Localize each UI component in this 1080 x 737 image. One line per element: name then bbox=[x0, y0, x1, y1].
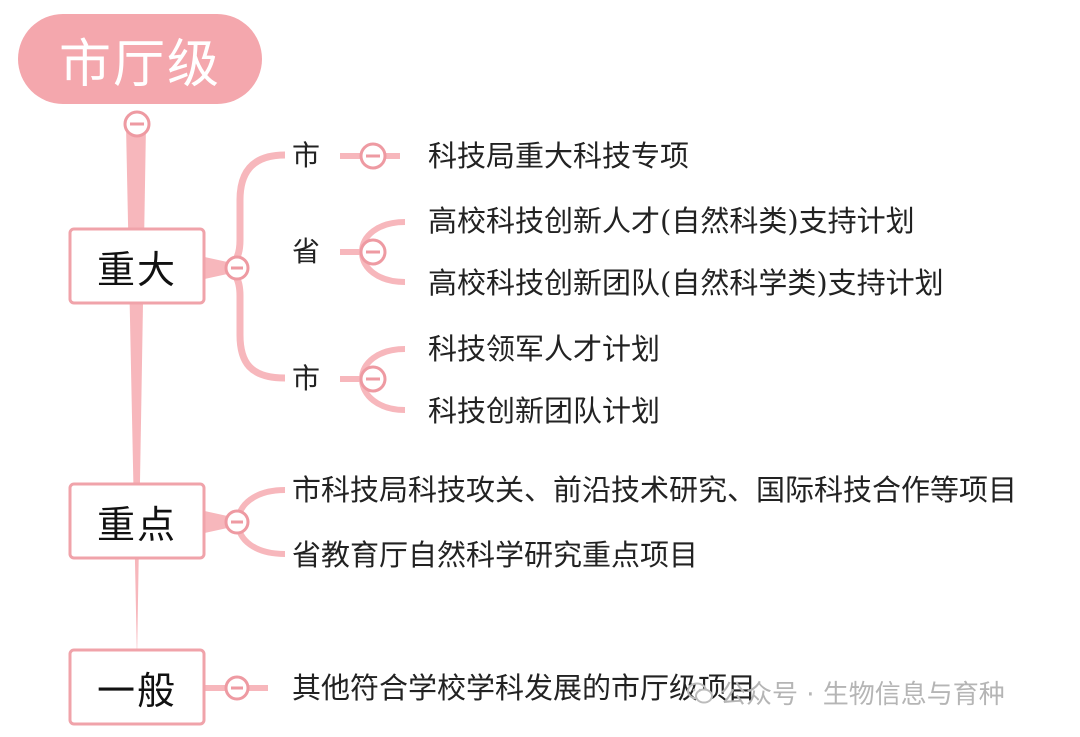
region-label-province: 省 bbox=[292, 235, 321, 268]
region-label-city-2: 市 bbox=[292, 362, 321, 395]
key-node-box[interactable] bbox=[68, 482, 206, 560]
key-node-label: 重点 bbox=[96, 502, 177, 547]
major-stem bbox=[200, 256, 232, 280]
root-node-box[interactable] bbox=[18, 14, 262, 104]
trunk-connector bbox=[126, 125, 146, 660]
general-node-label: 一般 bbox=[96, 668, 177, 713]
leaf-item: 高校科技创新人才(自然科类)支持计划 bbox=[428, 204, 915, 238]
watermark-text: 公众号 · 生物信息与育种 bbox=[720, 680, 1005, 710]
leaf-item: 科技领军人才计划 bbox=[428, 332, 661, 366]
leaf-item: 市科技局科技攻关、前沿技术研究、国际科技合作等项目 bbox=[292, 473, 1018, 507]
leaf-item: 科技创新团队计划 bbox=[428, 394, 661, 428]
general-node-box[interactable] bbox=[68, 648, 206, 726]
watermark: 公众号 · 生物信息与育种 bbox=[686, 674, 1005, 711]
leaf-item: 其他符合学校学科发展的市厅级项目 bbox=[292, 671, 757, 705]
region-label-city-1: 市 bbox=[292, 139, 321, 172]
major-node-label: 重大 bbox=[96, 247, 177, 292]
wechat-icon bbox=[687, 682, 713, 703]
leaf-item: 高校科技创新团队(自然科学类)支持计划 bbox=[428, 266, 944, 300]
leaf-item: 科技局重大科技专项 bbox=[428, 139, 690, 173]
root-node-label: 市厅级 bbox=[58, 34, 221, 95]
leaf-item: 省教育厅自然科学研究重点项目 bbox=[292, 538, 699, 572]
major-node-box[interactable] bbox=[68, 227, 206, 305]
key-stem bbox=[200, 510, 232, 534]
